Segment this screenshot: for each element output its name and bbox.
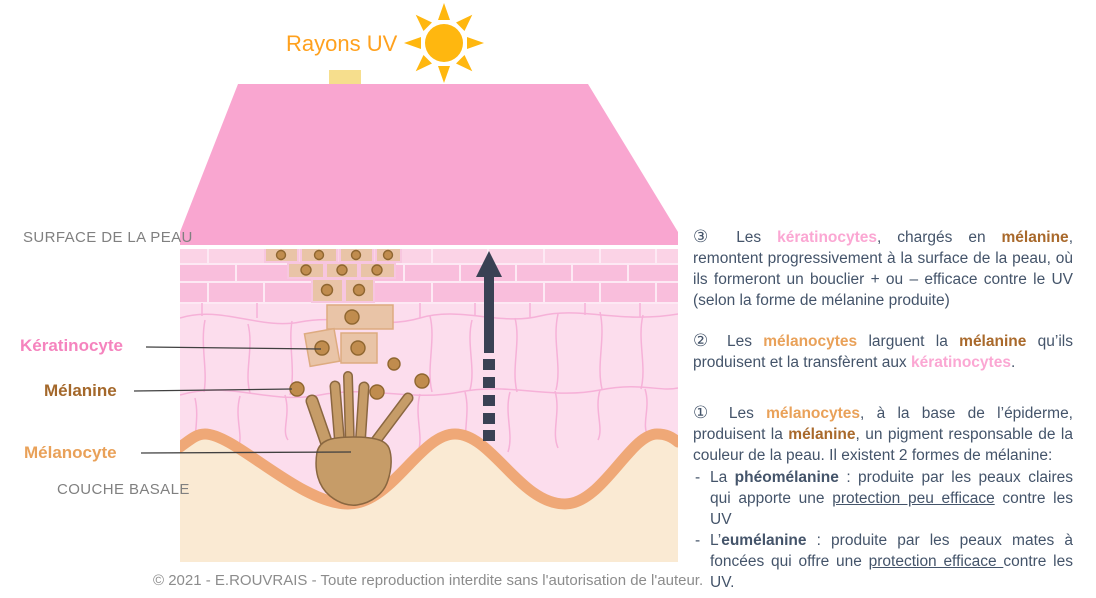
uv-rays-label: Rayons UV: [286, 31, 398, 56]
brick-mortar-lines: [180, 249, 678, 304]
melanin-dots: [289, 357, 430, 400]
surface-de-la-peau-label: SURFACE DE LA PEAU: [23, 229, 193, 246]
step-1-paragraph: ① Les mélanocytes, à la base de l’épider…: [693, 402, 1073, 593]
melanocyte-shape: [305, 371, 414, 506]
pheomelanine-list-item: - La phéomélanine : produite par les pea…: [695, 469, 1073, 528]
keratinocyte-label: Kératinocyte: [20, 336, 123, 355]
copyright-note: © 2021 - E.ROUVRAIS - Toute reproduction…: [153, 572, 704, 589]
label-connector-lines: [133, 346, 352, 454]
ascent-arrow-icon: [476, 251, 502, 441]
step-2-paragraph: ② Les mélanocytes larguent la mélanine q…: [693, 331, 1073, 371]
dermis-cream: [180, 434, 678, 562]
melanin-types-list: - La phéomélanine : produite par les pea…: [693, 467, 1073, 593]
skin-surface-plane: [180, 84, 678, 245]
step-3-paragraph: ③ Les kératinocytes, chargés en mélanine…: [693, 227, 1073, 309]
sun-icon: [404, 3, 484, 83]
cell-outlines: [180, 303, 678, 459]
bullet-dash: -: [695, 469, 701, 486]
eumelanine-list-item: - L’eumélanine : produite par les peaux …: [695, 532, 1073, 591]
couche-basale-label: COUCHE BASALE: [57, 481, 190, 498]
melanocyte-label: Mélanocyte: [24, 443, 117, 462]
keratinocyte-column: [264, 249, 402, 368]
melanine-label: Mélanine: [44, 381, 117, 400]
melanin-granules-in-cells: [275, 249, 394, 356]
step-1-intro: ① Les mélanocytes, à la base de l’épider…: [693, 403, 1073, 464]
bullet-dash: -: [695, 532, 701, 549]
basal-layer-wave: [180, 428, 678, 510]
epidermis: [180, 249, 678, 562]
